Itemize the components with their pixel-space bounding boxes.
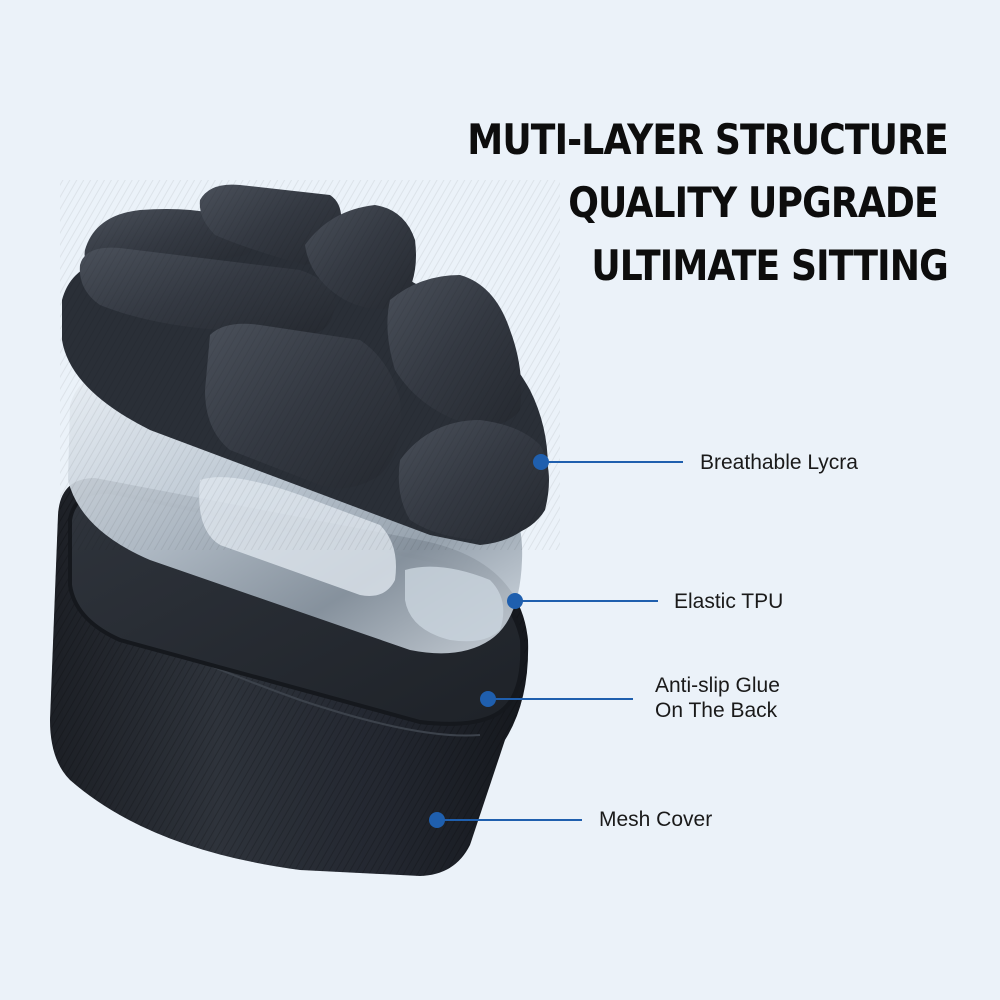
- callout-label-mesh-cover: Mesh Cover: [599, 808, 713, 831]
- callout-label-breathable-lycra: Breathable Lycra: [700, 451, 858, 474]
- callout-label-anti-slip-line-2: On The Back: [655, 699, 778, 722]
- headline-line-2: QUALITY UPGRADE: [568, 178, 939, 227]
- callout-label-elastic-tpu: Elastic TPU: [674, 590, 784, 613]
- callout-breathable-lycra: [533, 454, 683, 470]
- callout-dot-icon: [480, 691, 496, 707]
- callout-dot-icon: [533, 454, 549, 470]
- headline: MUTI-LAYER STRUCTURE QUALITY UPGRADE ULT…: [389, 108, 948, 297]
- breathable-lycra-layer: [60, 180, 560, 550]
- callout-elastic-tpu: [507, 593, 658, 609]
- callout-dot-icon: [507, 593, 523, 609]
- callout-anti-slip-glue: [480, 691, 633, 707]
- callout-label-anti-slip-glue: Anti-slip Glue On The Back: [655, 673, 780, 723]
- callout-mesh-cover: [429, 812, 582, 828]
- callout-label-anti-slip-line-1: Anti-slip Glue: [655, 674, 780, 697]
- headline-line-3: ULTIMATE SITTING: [591, 241, 948, 290]
- callout-dot-icon: [429, 812, 445, 828]
- headline-line-1: MUTI-LAYER STRUCTURE: [467, 115, 948, 164]
